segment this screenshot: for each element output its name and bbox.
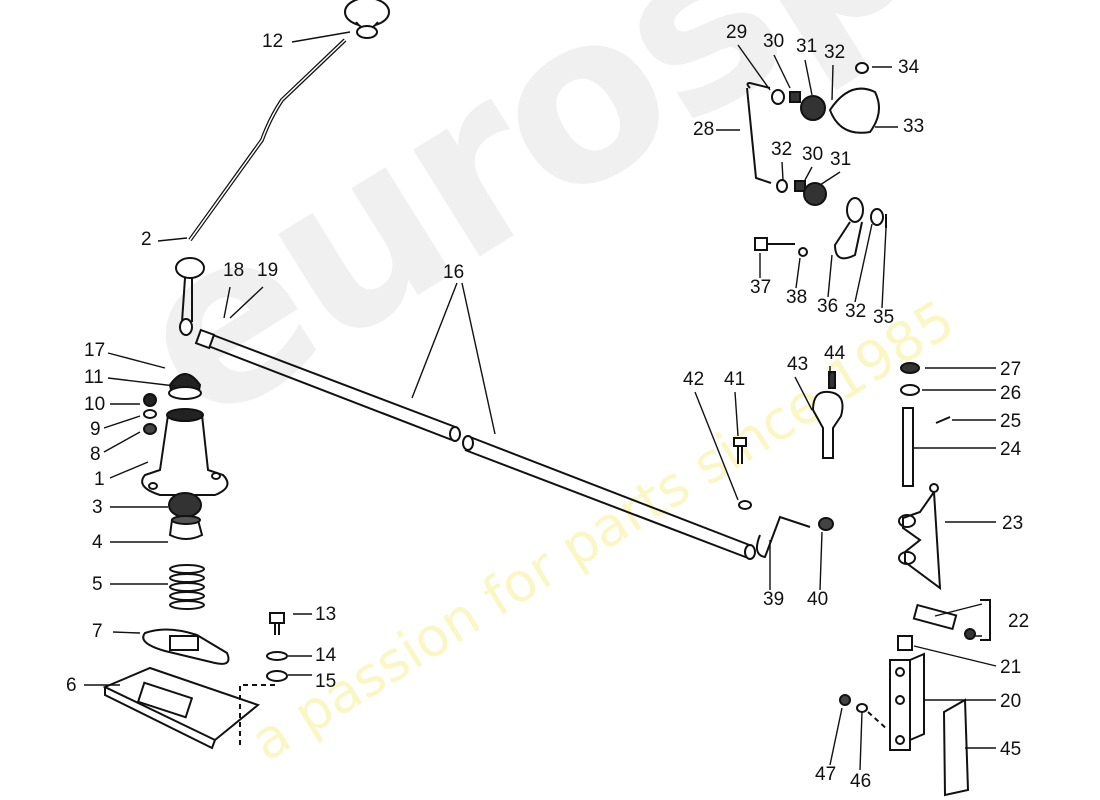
callout-44: 44 [824, 343, 846, 364]
shift-rod-upper-icon [194, 328, 461, 442]
base-plate-icon [102, 666, 261, 750]
callout-41: 41 [724, 369, 746, 390]
callout-2: 2 [141, 229, 152, 250]
mounting-block-20-icon [889, 652, 925, 751]
callout-45: 45 [1000, 739, 1022, 760]
nut-washer-icon [839, 694, 889, 731]
callout-47: 47 [815, 764, 837, 785]
ball-cup-icon [168, 515, 204, 540]
callout-34: 34 [898, 57, 920, 78]
callout-26: 26 [1000, 383, 1022, 404]
spring-icon [169, 564, 205, 610]
bushing-21-icon [897, 635, 913, 651]
callout-31: 31 [830, 149, 852, 170]
callout-17: 17 [84, 340, 106, 361]
callout-30: 30 [763, 31, 785, 52]
callout-32: 32 [824, 42, 846, 63]
rubber-boot-icon [168, 373, 202, 400]
callout-39: 39 [763, 589, 785, 610]
callout-27: 27 [1000, 359, 1022, 380]
shift-rod-lower-icon [462, 435, 756, 560]
callout-32: 32 [845, 301, 867, 322]
callout-30: 30 [802, 144, 824, 165]
callout-1: 1 [94, 469, 105, 490]
shift-lever-arm-icon [755, 515, 834, 559]
leader-lines [84, 31, 997, 771]
bushing-set-upper-icon [771, 62, 880, 134]
callout-16: 16 [443, 262, 465, 283]
callout-24: 24 [1000, 439, 1022, 460]
callout-22: 22 [1008, 611, 1030, 632]
pin-24-icon [902, 407, 914, 487]
callout-32: 32 [771, 139, 793, 160]
callout-18: 18 [223, 260, 245, 281]
callout-15: 15 [315, 671, 337, 692]
callout-29: 29 [726, 22, 748, 43]
callout-13: 13 [315, 604, 337, 625]
coupling-22-icon [912, 599, 991, 641]
callout-14: 14 [315, 645, 337, 666]
selector-rod-icon [746, 81, 772, 184]
pin-washers-icon [900, 362, 951, 424]
ball-socket-icon [168, 492, 202, 518]
callout-11: 11 [84, 367, 104, 388]
callout-4: 4 [92, 532, 103, 553]
callout-23: 23 [1002, 513, 1024, 534]
callout-19: 19 [257, 260, 279, 281]
callout-40: 40 [807, 589, 829, 610]
callout-21: 21 [1000, 657, 1022, 678]
plate-45-icon [942, 698, 970, 797]
callout-42: 42 [683, 369, 705, 390]
callout-31: 31 [796, 36, 818, 57]
washer-42-icon [738, 500, 752, 510]
callout-46: 46 [850, 771, 872, 792]
callout-37: 37 [750, 277, 772, 298]
gasket-plate-icon [142, 628, 230, 665]
shift-knob-icon [344, 0, 390, 39]
callout-5: 5 [92, 574, 103, 595]
callout-28: 28 [693, 119, 715, 140]
shift-lever-icon [175, 38, 347, 336]
callout-9: 9 [90, 419, 101, 440]
callout-3: 3 [92, 497, 103, 518]
callout-12: 12 [262, 31, 284, 52]
callout-10: 10 [84, 394, 106, 415]
callout-7: 7 [92, 621, 103, 642]
callout-43: 43 [787, 354, 809, 375]
callout-33: 33 [903, 116, 925, 137]
clamp-lever-icon [754, 197, 887, 260]
callout-20: 20 [1000, 691, 1022, 712]
callout-8: 8 [90, 444, 101, 465]
bushing-set-lower-icon [776, 179, 827, 206]
lever-housing-icon [141, 408, 229, 496]
bolt-washers-icon [239, 612, 288, 745]
small-nut-icons [143, 393, 157, 435]
bolt-41-icon [733, 437, 747, 464]
callout-35: 35 [873, 307, 895, 328]
callout-38: 38 [786, 287, 808, 308]
callout-36: 36 [817, 296, 839, 317]
callout-6: 6 [66, 675, 77, 696]
bracket-23-icon [898, 483, 942, 591]
callout-25: 25 [1000, 411, 1022, 432]
shift-finger-icon [811, 371, 844, 459]
